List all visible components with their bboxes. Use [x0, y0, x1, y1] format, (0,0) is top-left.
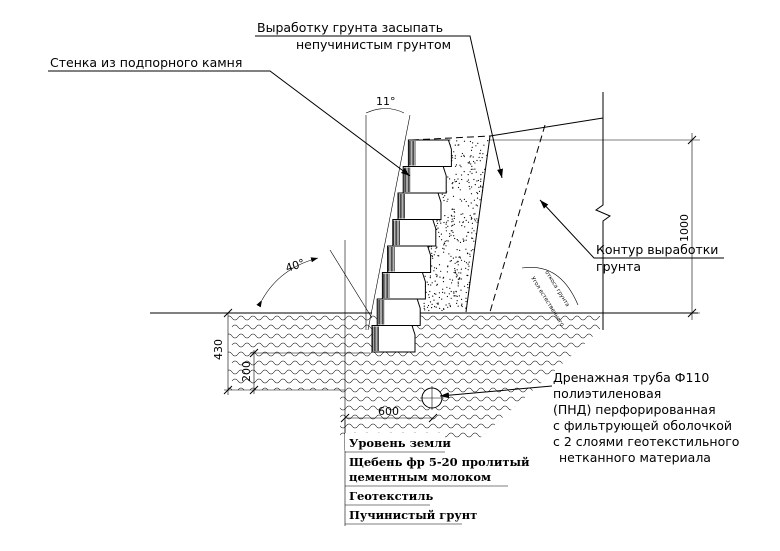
slope-note-1: Угол естественного: [529, 276, 565, 329]
natural-slope-arc: [521, 266, 579, 306]
angle-40-label: 40°: [284, 256, 307, 274]
fill-label-line1: Выработку грунта засыпать: [257, 20, 443, 35]
contour-label-line2: грунта: [596, 259, 641, 274]
legend-row-geotextile: Геотекстиль: [349, 489, 433, 503]
drain-label-line6: нетканного материала: [559, 450, 711, 465]
angle-40-arc: [256, 257, 319, 308]
legend-row-soil: Пучинистый грунт: [349, 508, 477, 522]
excavation-contour: [465, 135, 491, 313]
break-line: [594, 92, 612, 330]
dimension-430: 430: [212, 308, 345, 395]
legend-table: Уровень земли Щебень фр 5-20 пролитый це…: [345, 433, 530, 525]
wall-block: [392, 219, 437, 247]
drain-label-line5: с 2 слоями геотекстильного: [553, 434, 739, 449]
wall-block: [376, 298, 421, 326]
stone-wall: [371, 139, 452, 353]
wall-block: [387, 245, 432, 273]
drain-label-line1: Дренажная труба Ф110: [553, 370, 709, 385]
svg-text:600: 600: [378, 405, 399, 418]
contour-label-line1: Контур выработки: [596, 242, 718, 257]
wall-block: [381, 272, 426, 300]
wall-block: [371, 325, 416, 353]
legend-row-gravel-1: Щебень фр 5-20 пролитый: [349, 455, 530, 469]
drain-label-line4: с фильтрующей оболочкой: [553, 418, 732, 433]
angle-40-ray: [329, 249, 373, 319]
legend-row-gravel-2: цементным молоком: [349, 470, 491, 484]
drain-label-line2: полиэтиленовая: [553, 386, 661, 401]
angle-11-arc: [365, 108, 405, 114]
dimension-1000: 1000: [490, 133, 700, 320]
wall-block: [402, 166, 447, 194]
dimension-600: 600: [340, 405, 438, 423]
drain-label-line3: (ПНД) перфорированная: [553, 402, 716, 417]
angle-11-label: 11°: [376, 95, 396, 108]
svg-text:200: 200: [240, 361, 253, 382]
wall-inclined-reference: [367, 114, 411, 331]
wall-label: Стенка из подпорного камня: [50, 55, 242, 70]
upper-ground-line: [489, 117, 604, 137]
wall-block: [397, 192, 442, 220]
contour-leader: [539, 199, 724, 259]
svg-text:1000: 1000: [678, 214, 691, 242]
dimension-200: 200: [240, 348, 370, 395]
fill-leader: [255, 35, 503, 179]
drain-leader: [439, 385, 553, 399]
fill-label-line2: непучинистым грунтом: [296, 37, 451, 52]
wall-block: [407, 139, 452, 167]
legend-row-ground: Уровень земли: [349, 436, 451, 450]
svg-text:430: 430: [212, 339, 225, 360]
wall-leader: [48, 70, 411, 177]
upper-ground-dashed: [411, 135, 491, 141]
